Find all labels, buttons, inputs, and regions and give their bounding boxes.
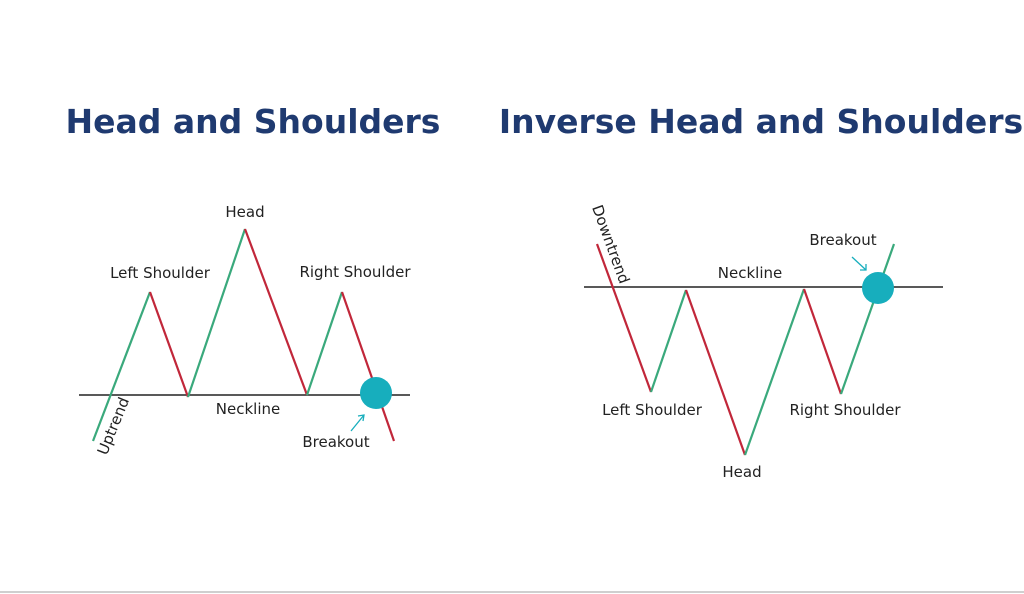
breakout-arrow <box>851 256 867 271</box>
label-left-shoulder: Left Shoulder <box>110 264 211 282</box>
inverse-head-and-shoulders-diagram: Breakout Neckline Left Shoulder Head Rig… <box>584 202 943 481</box>
label-neckline: Neckline <box>718 264 782 282</box>
label-head: Head <box>225 203 264 221</box>
falling-segment <box>595 243 653 393</box>
falling-segment <box>148 291 190 398</box>
label-breakout: Breakout <box>302 433 369 451</box>
breakout-arrow <box>350 414 365 432</box>
label-neckline: Neckline <box>216 400 280 418</box>
label-right-shoulder: Right Shoulder <box>299 263 411 281</box>
rising-segment <box>743 288 806 456</box>
rising-segment <box>839 243 896 395</box>
label-left-shoulder: Left Shoulder <box>602 401 703 419</box>
breakout-marker <box>862 272 894 304</box>
label-right-shoulder: Right Shoulder <box>789 401 901 419</box>
right-title: Inverse Head and Shoulders <box>498 102 1024 141</box>
rising-segment <box>91 291 152 442</box>
breakout-marker <box>360 377 392 409</box>
label-head: Head <box>722 463 761 481</box>
falling-segment <box>243 228 309 396</box>
head-and-shoulders-diagram: Head Left Shoulder Right Shoulder Neckli… <box>79 203 411 458</box>
left-title: Head and Shoulders <box>65 102 441 141</box>
falling-segment <box>340 291 396 442</box>
falling-segment <box>684 289 747 456</box>
rising-segment <box>305 291 344 396</box>
label-downtrend: Downtrend <box>588 202 633 286</box>
rising-segment <box>649 289 688 393</box>
bottom-divider <box>0 591 1024 593</box>
label-breakout: Breakout <box>809 231 876 249</box>
rising-segment <box>186 228 247 398</box>
falling-segment <box>802 288 843 395</box>
